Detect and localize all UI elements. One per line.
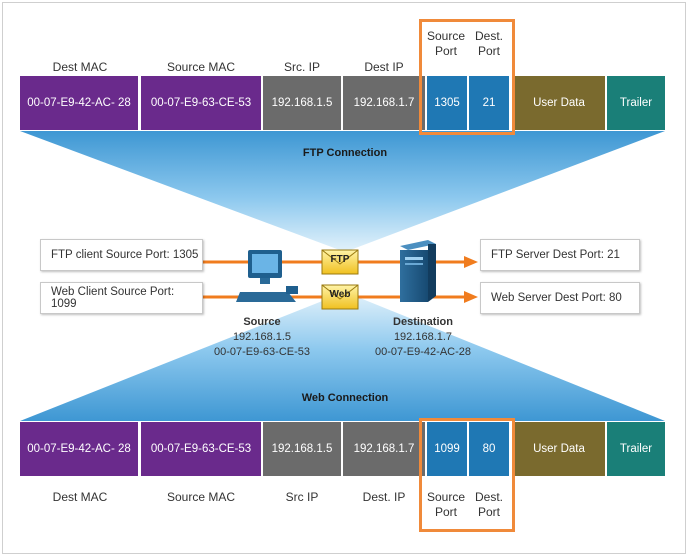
web-connection-title: Web Connection [301, 392, 389, 404]
source-ip: 192.168.1.5 [232, 331, 292, 343]
top-header-src-ip: Src. IP [283, 60, 320, 74]
top-header-source-port: Source Port [426, 29, 466, 58]
diagram-frame [2, 2, 686, 554]
arrow-head-icon [464, 256, 478, 268]
top-cell-source-port: 1305 [427, 76, 467, 130]
web-envelope: Web [322, 285, 358, 307]
top-header-dest-ip: Dest IP [364, 60, 404, 74]
destination-ip: 192.168.1.7 [393, 331, 453, 343]
bottom-cell-user-data: User Data [513, 422, 605, 476]
bottom-header-source-mac: Source MAC [166, 490, 236, 504]
bottom-header-dest-mac: Dest MAC [52, 490, 108, 504]
bottom-cell-dest-mac: 00-07-E9-42-AC- 28 [20, 422, 138, 476]
envelope-icon [321, 249, 359, 275]
source-mac: 00-07-E9-63-CE-53 [214, 346, 310, 358]
bottom-cell-src-ip: 192.168.1.5 [263, 422, 341, 476]
bottom-cell-dest-port: 80 [469, 422, 509, 476]
bottom-port-highlight [419, 418, 515, 532]
top-header-dest-mac: Dest MAC [52, 60, 108, 74]
destination-mac: 00-07-E9-42-AC-28 [375, 346, 471, 358]
bottom-header-src-ip: Src IP [285, 490, 319, 504]
arrow-head-icon [464, 291, 478, 303]
top-header-source-mac: Source MAC [166, 60, 236, 74]
top-cell-src-ip: 192.168.1.5 [263, 76, 341, 130]
bottom-header-source-port: Source Port [426, 490, 466, 519]
bottom-header-dest-ip: Dest. IP [362, 490, 406, 504]
bottom-header-dest-port: Dest. Port [474, 490, 503, 519]
pc-icon [236, 250, 298, 302]
server-icon [400, 240, 436, 302]
bottom-cell-trailer: Trailer [607, 422, 665, 476]
top-cell-source-mac: 00-07-E9-63-CE-53 [141, 76, 261, 130]
ftp-envelope-label: FTP [330, 254, 350, 265]
ftp-connection-cone [20, 131, 665, 252]
envelope-icon [321, 284, 359, 310]
bottom-cell-dest-ip: 192.168.1.7 [343, 422, 425, 476]
source-title: Source [243, 316, 281, 328]
top-header-dest-port: Dest. Port [474, 29, 503, 58]
bottom-cell-source-port: 1099 [427, 422, 467, 476]
web-client-port-label: Web Client Source Port: 1099 [40, 282, 203, 314]
top-cell-dest-port: 21 [469, 76, 509, 130]
destination-title: Destination [393, 316, 453, 328]
ftp-envelope: FTP [322, 250, 358, 272]
top-cell-dest-ip: 192.168.1.7 [343, 76, 425, 130]
top-port-highlight [419, 19, 515, 135]
source-caption: Source 192.168.1.5 00-07-E9-63-CE-53 [200, 315, 324, 360]
top-cell-dest-mac: 00-07-E9-42-AC- 28 [20, 76, 138, 130]
top-cell-trailer: Trailer [607, 76, 665, 130]
web-envelope-label: Web [329, 289, 351, 300]
ftp-server-port-label: FTP Server Dest Port: 21 [480, 239, 640, 271]
bottom-cell-source-mac: 00-07-E9-63-CE-53 [141, 422, 261, 476]
destination-caption: Destination 192.168.1.7 00-07-E9-42-AC-2… [358, 315, 488, 360]
top-cell-user-data: User Data [513, 76, 605, 130]
ftp-client-port-label: FTP client Source Port: 1305 [40, 239, 203, 271]
web-server-port-label: Web Server Dest Port: 80 [480, 282, 640, 314]
ftp-connection-title: FTP Connection [302, 147, 388, 159]
web-connection-cone [20, 292, 665, 421]
